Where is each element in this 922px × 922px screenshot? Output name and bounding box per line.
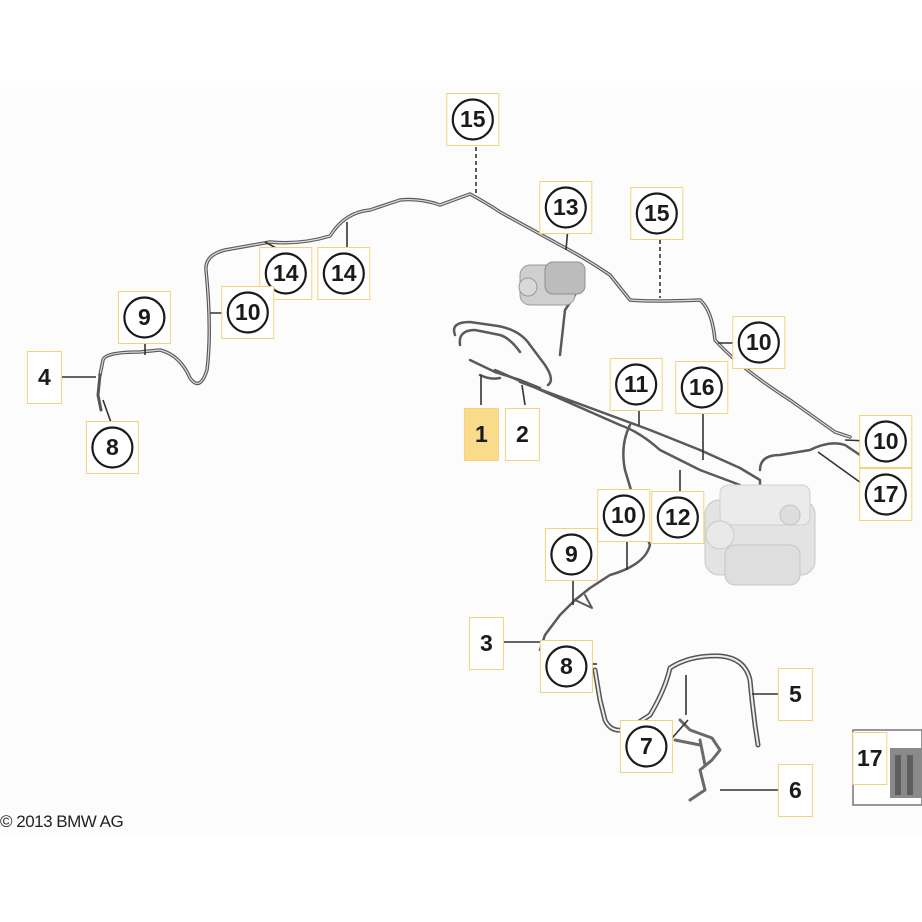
callout-circle (544, 186, 587, 229)
callout-circle (864, 473, 907, 516)
callout-3[interactable]: 3 (480, 630, 493, 656)
callout-16[interactable]: 16 (689, 374, 715, 400)
brake-valve-component (518, 261, 586, 306)
line-to-abs (493, 368, 862, 502)
callout-5[interactable]: 5 (789, 681, 802, 707)
callout-circle (451, 98, 494, 141)
callout-box (504, 408, 540, 461)
callout-10-left[interactable]: 10 (235, 299, 261, 325)
callout-circle (635, 192, 678, 235)
main-brake-line (98, 192, 852, 439)
callout-12[interactable]: 12 (665, 504, 691, 530)
callout-circle (226, 291, 269, 334)
callout-circle (545, 645, 588, 688)
callout-circle (602, 494, 645, 537)
callout-15-right[interactable]: 15 (644, 200, 670, 226)
callout-box (777, 764, 813, 817)
callout-14-mid[interactable]: 14 (331, 260, 357, 286)
callout-1[interactable]: 1 (475, 421, 488, 447)
callout-10-far-right[interactable]: 10 (873, 428, 899, 454)
callout-circle (91, 426, 134, 469)
leader-lines (62, 140, 869, 791)
callout-box (26, 351, 62, 404)
front-right-line (538, 423, 652, 652)
callout-4[interactable]: 4 (38, 364, 51, 390)
callout-box (777, 668, 813, 721)
callout-14-left[interactable]: 14 (273, 260, 299, 286)
callout-7[interactable]: 7 (640, 733, 653, 759)
callout-11[interactable]: 11 (624, 371, 649, 397)
callout-8-left[interactable]: 8 (106, 434, 119, 460)
callout-17-inset[interactable]: 17 (857, 745, 883, 771)
callout-13[interactable]: 13 (553, 194, 579, 220)
callout-circle (680, 366, 723, 409)
callout-circle (656, 496, 699, 539)
left-end-fitting (96, 373, 103, 412)
callout-box (468, 617, 504, 670)
callout-circle (264, 252, 307, 295)
callout-circle (322, 252, 365, 295)
callout-10-right-top[interactable]: 10 (746, 329, 772, 355)
callout-9-lower[interactable]: 9 (565, 541, 578, 567)
callout-9-left[interactable]: 9 (138, 304, 151, 330)
callout-circle (864, 420, 907, 463)
callout-box (852, 732, 888, 785)
callout-17-right[interactable]: 17 (873, 481, 899, 507)
flexible-hose (592, 653, 761, 748)
callout-2[interactable]: 2 (516, 421, 529, 447)
master-cylinder-lines (452, 293, 577, 390)
callout-box (463, 408, 499, 461)
diagram-panel (0, 87, 922, 835)
copyright-text: © 2013 BMW AG (0, 812, 124, 831)
callout-8-lower[interactable]: 8 (560, 653, 573, 679)
callout-circle (123, 296, 166, 339)
callout-circle (615, 363, 658, 406)
abs-hydraulic-unit (704, 484, 816, 586)
callout-10-mid[interactable]: 10 (611, 502, 637, 528)
callout-circle (550, 533, 593, 576)
callout-circle (625, 725, 668, 768)
callout-15-top[interactable]: 15 (460, 106, 486, 132)
callout-6[interactable]: 6 (789, 777, 802, 803)
callout-circle (737, 321, 780, 364)
hose-bracket (673, 718, 722, 802)
